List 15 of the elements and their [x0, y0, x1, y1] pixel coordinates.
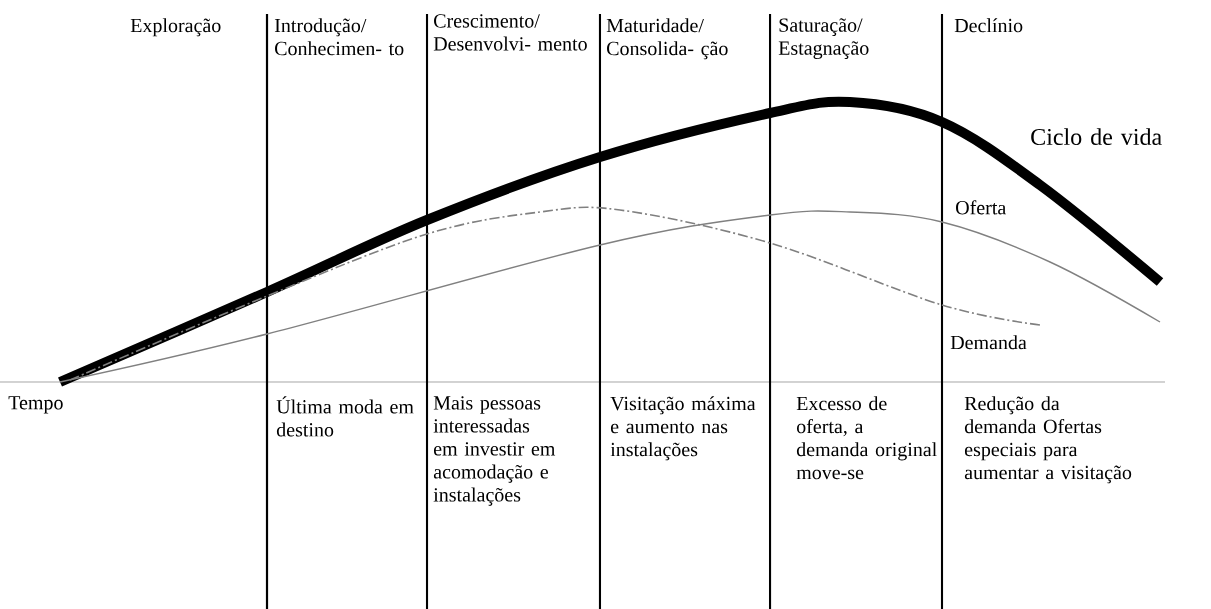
curve-label: Oferta	[956, 200, 1006, 215]
curve-label: Ciclo de vida	[1031, 128, 1162, 146]
phase-label: Crescimento/ Desenvolvi- mento	[433, 14, 587, 51]
stage-description: Visitação máxima e aumento nas instalações	[610, 396, 756, 461]
phase-label: Maturidade/ Consolida- ção	[606, 18, 728, 60]
phase-label: Saturação/ Estagnação	[778, 18, 869, 59]
stage-description: Mais pessoas interessadas em investir em acomodação e instalações	[433, 396, 556, 506]
phase-label: Exploração	[130, 18, 221, 37]
axis-label: Tempo	[8, 396, 63, 414]
curve-label: Demanda	[950, 335, 1027, 350]
stage-description: Redução da demanda Ofertas especiais para aumentar a visitação	[964, 396, 1132, 484]
phase-label: Declínio	[954, 18, 1023, 33]
stage-description: Excesso de oferta, a demanda original move-se	[796, 396, 937, 480]
stage-description: Última moda em destino	[276, 396, 414, 437]
phase-label: Introdução/ Conhecimen- to	[274, 18, 404, 56]
